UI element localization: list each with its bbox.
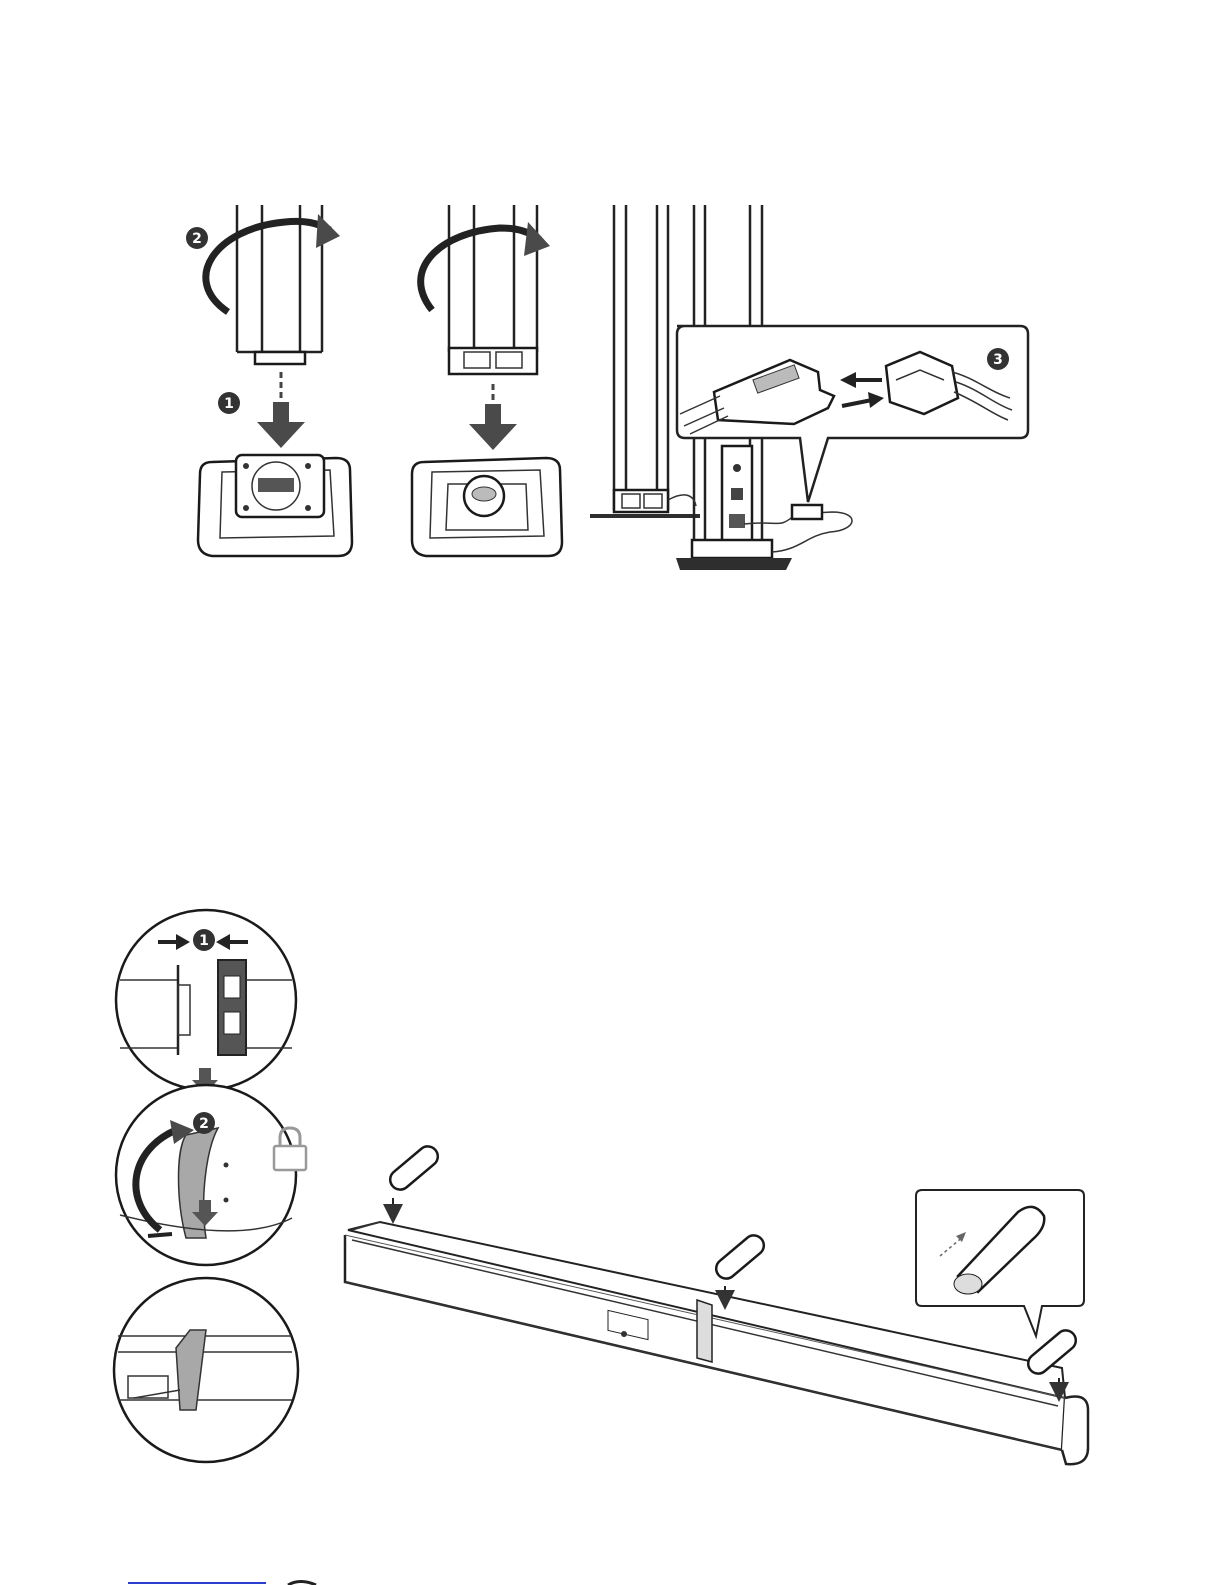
down-arrow — [469, 384, 517, 450]
panel-lock-column — [412, 205, 562, 556]
detail-circle-locked — [114, 1278, 298, 1462]
step-marker-2: 2 — [186, 227, 208, 249]
down-arrow — [257, 372, 305, 448]
detail-circle-align: 1 — [116, 910, 296, 1090]
step-number: 2 — [199, 1116, 209, 1132]
rubber-foot-callout — [916, 1190, 1084, 1336]
control-panel — [608, 1310, 648, 1339]
step-marker-2: 2 — [193, 1112, 215, 1134]
rotate-arrow — [421, 222, 550, 310]
step-number: 2 — [192, 231, 202, 247]
soundbar-assembly-diagram: 1 2 — [114, 910, 1088, 1585]
rubber-foot-right — [1024, 1326, 1080, 1394]
stand-base-plate — [412, 458, 562, 556]
step-number: 1 — [224, 396, 234, 412]
panel-connect-cable: 3 — [590, 205, 1028, 570]
stand-base-plate — [198, 455, 352, 556]
detail-circle-lock: 2 — [116, 1085, 306, 1265]
rubber-foot-left — [386, 1142, 442, 1216]
step-number: 1 — [199, 933, 209, 949]
footer-link-underline — [128, 1582, 316, 1585]
step-marker-1: 1 — [193, 929, 215, 951]
speaker-stand-assembly-diagram: 2 1 — [186, 205, 1028, 570]
step-marker-3: 3 — [987, 348, 1009, 370]
step-number: 3 — [993, 352, 1003, 368]
rubber-foot-center — [712, 1231, 768, 1302]
center-joint — [697, 1300, 712, 1362]
panel-insert-column: 2 1 — [186, 205, 352, 556]
rotate-arrow — [206, 214, 340, 312]
step-marker-1: 1 — [218, 392, 240, 414]
